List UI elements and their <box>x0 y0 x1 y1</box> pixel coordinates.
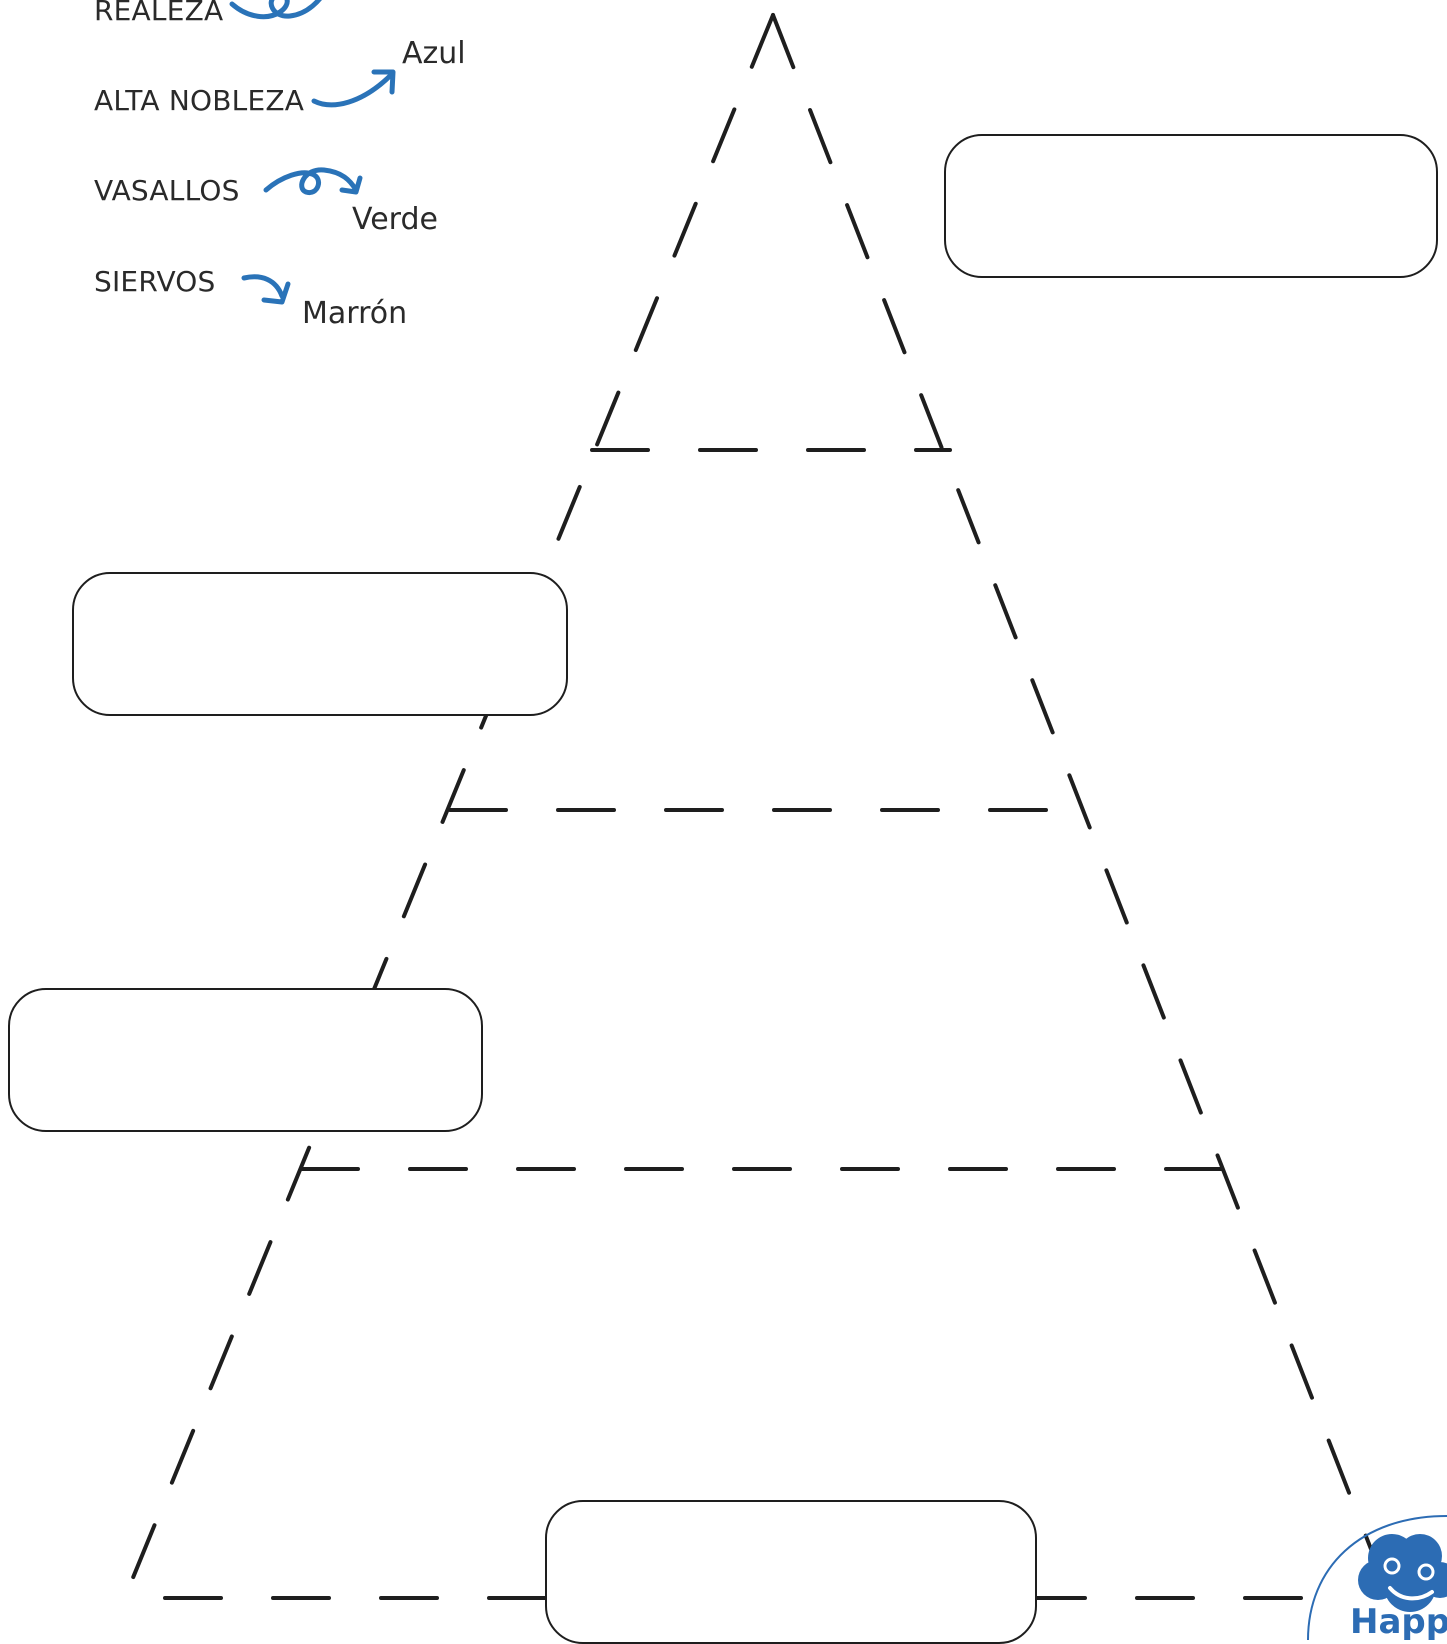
arrow-loop-icon <box>263 167 363 196</box>
legend-color-azul: Azul <box>402 36 466 71</box>
answer-box-realeza[interactable] <box>944 134 1438 278</box>
cloud-face-icon <box>1307 1515 1447 1640</box>
answer-box-vasallos[interactable] <box>8 988 483 1132</box>
arrow-loop-icon <box>229 0 322 20</box>
pyramid-left-edge <box>128 13 775 1587</box>
answer-box-siervos[interactable] <box>545 1500 1037 1644</box>
logo-text: Happ <box>1350 1602 1447 1642</box>
legend-vasallos: VASALLOS <box>94 174 240 207</box>
arrow-down-icon <box>241 274 291 305</box>
legend-color-verde: Verde <box>352 202 438 237</box>
legend-siervos: SIERVOS <box>94 265 216 298</box>
answer-box-alta-nobleza[interactable] <box>72 572 568 716</box>
legend-alta-nobleza: ALTA NOBLEZA <box>94 84 305 117</box>
legend-realeza: REALEZA <box>94 0 224 27</box>
arrow-curve-icon <box>311 69 396 108</box>
legend-color-marron: Marrón <box>302 296 408 331</box>
pyramid-right-edge <box>771 13 1387 1587</box>
